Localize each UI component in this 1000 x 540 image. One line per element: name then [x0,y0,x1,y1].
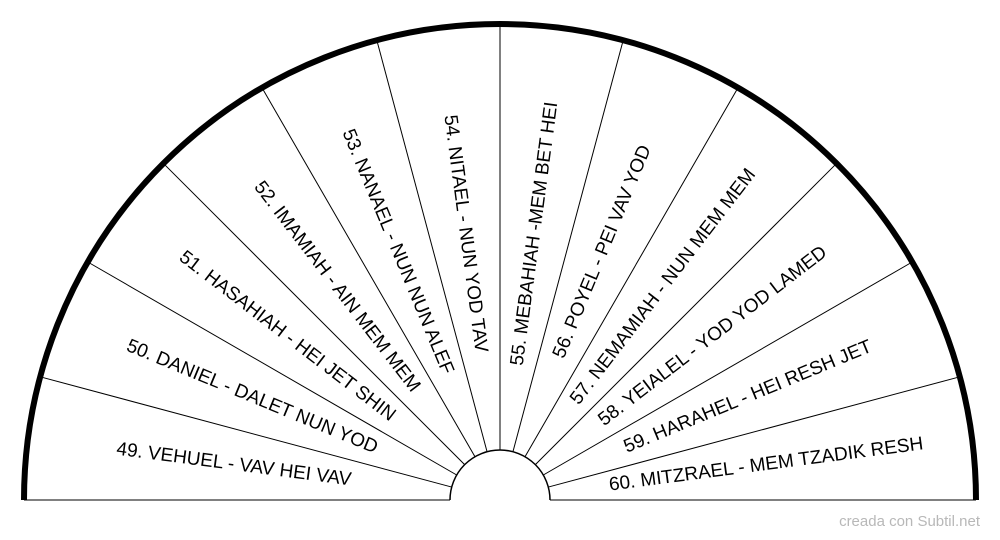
segment-label: 49. VEHUEL - VAV HEI VAV [115,439,353,491]
segment-divider [543,261,913,476]
segment-divider [163,163,465,465]
credit-text: creada con Subtil.net [839,513,980,530]
segment-divider [524,87,739,457]
segment-divider [261,87,476,457]
segment-divider [535,163,837,465]
fan-lines [24,24,976,501]
segment-label: 59. HARAHEL - HEI RESH JET [621,336,876,458]
segment-divider [548,376,960,488]
segment-divider [512,40,624,452]
segment-label: 53. NANAEL - NUN NUN ALEF [338,126,458,377]
segment-divider [40,376,452,488]
segment-label: 50. DANIEL - DALET NUN YOD [123,335,380,458]
outer-arc [21,21,979,501]
segment-divider [87,261,457,476]
segment-label: 54. NITAEL - NUN YOD TAV [439,114,491,354]
segment-divider [376,40,488,452]
segment-label: 55. MEBAHIAH -MEM BET HEI [507,101,563,367]
inner-arc [449,449,551,501]
